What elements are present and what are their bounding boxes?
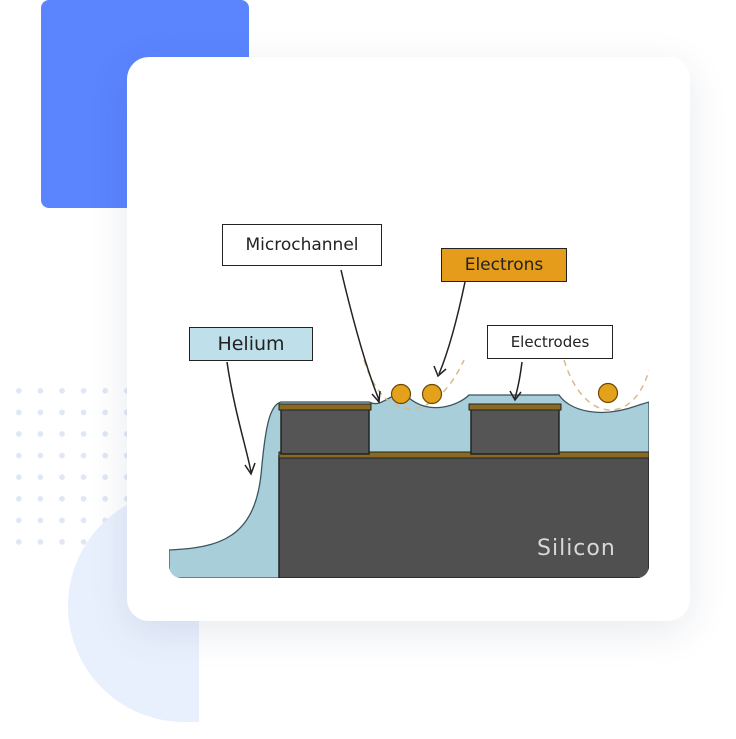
electrode-cap-left	[278, 403, 372, 411]
lower-electrode-layer	[278, 451, 649, 459]
label-microchannel: Microchannel	[222, 224, 382, 266]
arrow-electrodes	[514, 361, 523, 399]
label-electrons: Electrons	[441, 248, 567, 282]
electron	[390, 383, 412, 405]
trap-potential-right	[563, 359, 649, 411]
electrode-pillar-left	[280, 407, 370, 455]
arrow-helium	[226, 361, 252, 473]
microchannel-diagram: Microchannel Electrons Helium Electrodes…	[169, 210, 649, 578]
electron	[597, 382, 619, 404]
arrow-microchannel	[340, 269, 380, 401]
electron	[421, 383, 443, 405]
trap-potential-left	[363, 359, 465, 410]
label-electrodes: Electrodes	[487, 325, 613, 359]
label-silicon: Silicon	[537, 536, 616, 561]
arrow-electrons	[438, 281, 466, 375]
electrode-pillar-right	[470, 407, 560, 455]
label-helium: Helium	[189, 327, 313, 361]
electrode-cap-right	[468, 403, 562, 411]
